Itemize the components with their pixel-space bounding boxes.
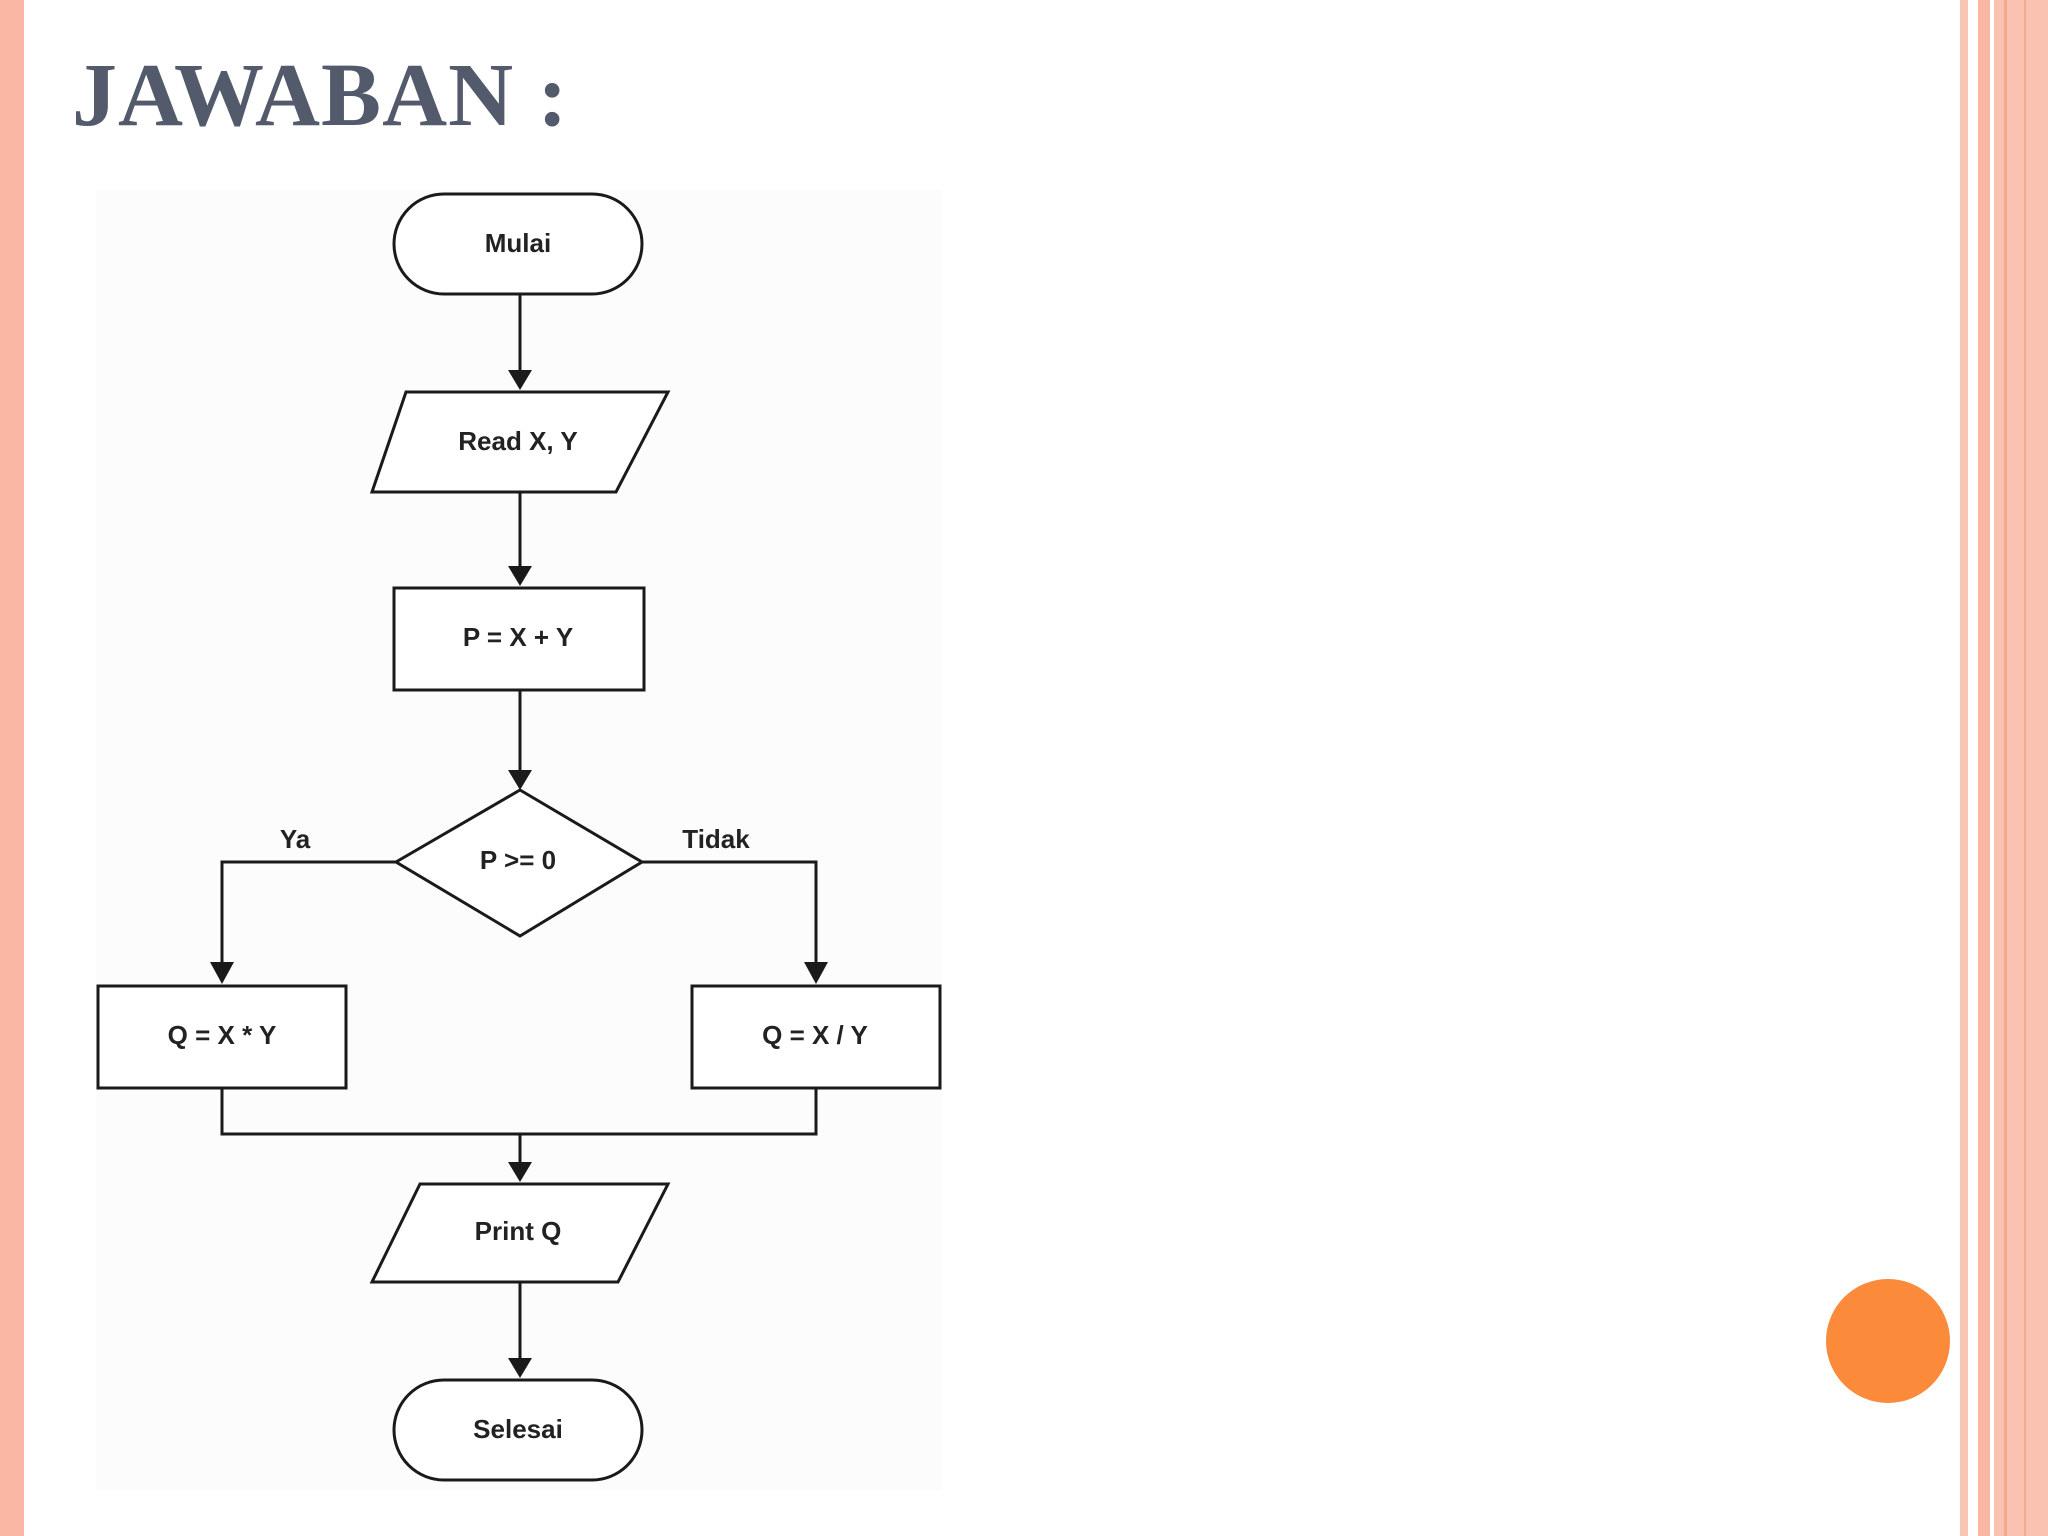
end-label: Selesai: [473, 1414, 563, 1444]
process-shape: [96, 984, 348, 1090]
merge-connector: [220, 1088, 818, 1136]
arrowhead: [508, 370, 532, 390]
decision-shape: [393, 788, 645, 938]
arrowhead: [508, 770, 532, 790]
process-no-label: Q = X / Y: [762, 1020, 868, 1050]
arrowhead: [508, 1358, 532, 1378]
start-label: Mulai: [485, 228, 551, 258]
parallelogram-shape: [369, 1182, 671, 1284]
decision-node: P >= 0: [393, 788, 645, 938]
terminator-shape: [392, 192, 644, 296]
process-yes-label: Q = X * Y: [168, 1020, 277, 1050]
process-yes-node: Q = X * Y: [96, 984, 348, 1090]
arrowhead: [210, 962, 234, 984]
start-node: Mulai: [392, 192, 644, 296]
output-label: Print Q: [475, 1216, 562, 1246]
slide-title: JAWABAN :: [72, 46, 569, 145]
parallelogram-shape: [369, 390, 671, 494]
left-border: [0, 0, 24, 1536]
right-decoration-stripe: [2004, 0, 2007, 1536]
process-shape: [392, 586, 646, 692]
no-branch-label: Tidak: [682, 824, 750, 854]
terminator-shape: [392, 1378, 644, 1482]
right-decoration-stripe: [2024, 0, 2026, 1536]
accent-circle: [1826, 1279, 1950, 1403]
output-node: Print Q: [369, 1182, 671, 1284]
right-decoration-stripe: [1968, 0, 1978, 1536]
no-branch-connector: [642, 860, 818, 970]
right-decoration-stripe: [1990, 0, 1994, 1536]
process-p-label: P = X + Y: [463, 622, 573, 652]
right-decoration-stripe: [1978, 0, 1990, 1536]
arrowhead: [804, 962, 828, 984]
arrowhead: [508, 1162, 532, 1182]
arrowhead: [508, 566, 532, 586]
end-node: Selesai: [392, 1378, 644, 1482]
right-decoration-stripe: [1994, 0, 2048, 1536]
process-p-node: P = X + Y: [392, 586, 646, 692]
yes-branch-label: Ya: [280, 824, 311, 854]
right-decoration-stripe: [1960, 0, 1968, 1536]
yes-branch-connector: [220, 860, 396, 970]
input-label: Read X, Y: [458, 426, 577, 456]
decision-label: P >= 0: [480, 845, 556, 875]
process-no-node: Q = X / Y: [690, 984, 942, 1090]
input-node: Read X, Y: [369, 390, 671, 494]
